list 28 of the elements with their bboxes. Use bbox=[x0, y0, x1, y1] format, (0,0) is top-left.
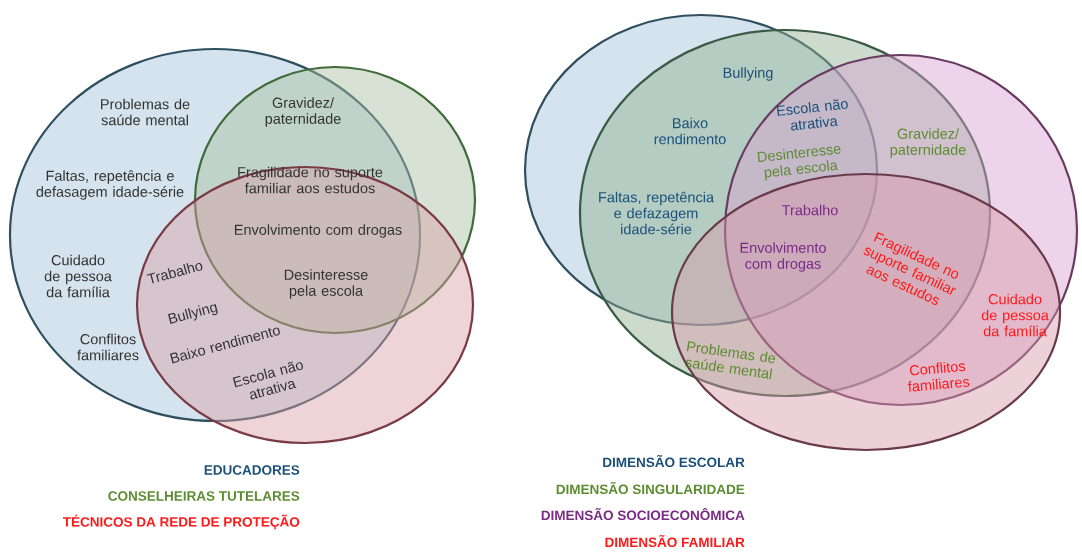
region-label: Faltas, repetência e defazagem idade-série bbox=[599, 191, 714, 235]
region-label: Faltas, repetência e defasagem idade-série bbox=[36, 170, 184, 200]
legend-entry: TÉCNICOS DA REDE DE PROTEÇÃO bbox=[62, 514, 300, 530]
region-label: Bullying bbox=[168, 303, 218, 324]
region-label: Trabalho bbox=[146, 263, 203, 284]
legend-entry: DIMENSÃO ESCOLAR bbox=[603, 454, 745, 468]
region-label: Cuidado de pessoa da família bbox=[981, 293, 1049, 337]
region-label: Baixo rendimento bbox=[654, 117, 726, 145]
region-label: Desinteresse pela escola bbox=[284, 269, 368, 299]
region-label: Problemas de saúde mental bbox=[685, 341, 776, 380]
region-label: Problemas de saúde mental bbox=[101, 98, 190, 126]
region-label: Bullying bbox=[723, 67, 773, 81]
region-label: Gravidez/ paternidade bbox=[265, 97, 341, 127]
legend-entry: DIMENSÃO FAMILIAR bbox=[605, 534, 745, 548]
region-label: Envolvimento com drogas bbox=[740, 242, 826, 272]
region-label: Escola não atrativa bbox=[232, 361, 303, 400]
region-label: Escola não atrativa bbox=[776, 99, 848, 131]
legend-entry: DIMENSÃO SINGULARIDADE bbox=[556, 481, 745, 495]
region-label: Conflitos familiares bbox=[907, 362, 970, 392]
region-label: Trabalho bbox=[782, 204, 838, 216]
legend-entry: DIMENSÃO SOCIOECONÔMICA bbox=[541, 507, 745, 521]
legend-entry: EDUCADORES bbox=[204, 465, 300, 475]
region-label: Envolvimento com drogas bbox=[235, 224, 402, 238]
legend-entry: CONSELHEIRAS TUTELARES bbox=[108, 491, 300, 501]
region-label: Gravidez/ paternidade bbox=[890, 128, 966, 158]
region-label: Desinteresse pela escola bbox=[757, 146, 841, 181]
region-label: Cuidado de pessoa da família bbox=[44, 254, 112, 298]
region-label: Conflitos familiares bbox=[77, 333, 139, 361]
